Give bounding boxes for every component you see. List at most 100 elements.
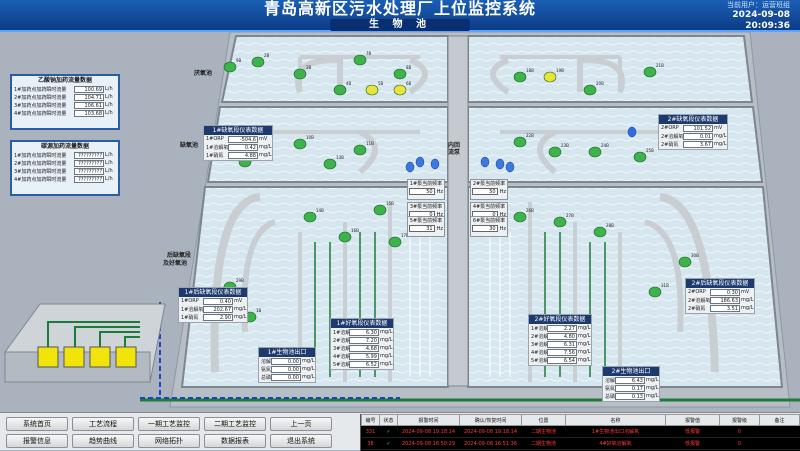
mixer-m22[interactable]: 22B <box>513 133 534 148</box>
mixer-m26[interactable]: 26B <box>513 208 534 223</box>
mixer-label: 16B <box>351 228 359 233</box>
row-value: 0.42 <box>228 143 258 151</box>
nav-network-button[interactable]: 网络拓扑 <box>138 434 200 448</box>
mixer-m25[interactable]: 25B <box>633 148 654 163</box>
row-unit: mV <box>741 289 750 295</box>
mixer-m21[interactable]: 21B <box>643 63 664 78</box>
row-unit: mg/L <box>302 366 315 372</box>
col-name: 名称 <box>565 414 666 426</box>
return-pump-4[interactable] <box>480 156 490 168</box>
nav-alarm-button[interactable]: 报警信息 <box>6 434 68 448</box>
mixer-m19[interactable]: 19B <box>543 68 564 83</box>
row-label: 2#硝氮 <box>688 305 706 312</box>
panel-title: 2#好氧段仪表数据 <box>529 315 591 324</box>
alarm-row[interactable]: 331 ✓ 2024-09-08 19:18:14 2024-09-08 19:… <box>361 425 800 438</box>
mixer-m8[interactable]: 8B <box>393 65 412 80</box>
mixer-m28[interactable]: 28B <box>593 223 614 238</box>
row-label: 2#硝氮 <box>661 141 679 148</box>
mixer-label: 19B <box>556 68 564 73</box>
return-pump-7[interactable] <box>627 126 637 138</box>
return-pump-1[interactable] <box>415 156 425 168</box>
mixer-m14[interactable]: 14B <box>303 208 324 223</box>
mixer-m17[interactable]: 17B <box>388 233 409 248</box>
row-label: 2#溶解氧 <box>688 297 710 304</box>
footer-bar: 系统首页 工艺流程 一期工艺监控 二期工艺监控 上一页 报警信息 趋势曲线 网络… <box>0 412 800 451</box>
return-pump-3[interactable] <box>405 161 415 173</box>
row-value: ????????? <box>74 175 104 183</box>
nav-exit-button[interactable]: 退出系统 <box>270 434 332 448</box>
panel-title: 1#后缺氧段仪表数据 <box>179 288 247 297</box>
row-unit: mg/L <box>714 133 727 139</box>
row-value: 0.13 <box>615 392 645 400</box>
row-unit: L/h <box>105 110 113 116</box>
mixer-m3[interactable]: 3B <box>293 65 312 80</box>
row-unit: mg/L <box>578 357 591 363</box>
mixer-m9[interactable]: 9B <box>223 58 242 73</box>
mixer-label: 29B <box>236 278 244 283</box>
row-unit: mg/L <box>646 393 659 399</box>
alarm-pos: 二期生物池 <box>521 425 566 438</box>
mixer-m2[interactable]: 2B <box>251 53 270 68</box>
row-label: 1#硝氮 <box>181 314 199 321</box>
mixer-m27[interactable]: 27B <box>553 213 574 228</box>
alarm-level: 0 <box>719 437 760 450</box>
freq-label: 6#泵当前频率 <box>472 218 506 224</box>
mixer-m4[interactable]: 4B <box>333 81 352 96</box>
row-value: 2.90 <box>203 313 233 321</box>
row-unit: mg/L <box>259 144 272 150</box>
mixer-m15[interactable]: 15B <box>373 201 394 216</box>
mixer-m6[interactable]: 6B <box>393 81 412 96</box>
nav-trend-button[interactable]: 趋势曲线 <box>72 434 134 448</box>
alarm-ack: 2024-09-08 19:18:14 <box>459 425 522 438</box>
mixer-label: 2B <box>264 53 270 58</box>
row-unit: L/h <box>105 152 113 158</box>
row-value: ????????? <box>74 167 104 175</box>
nav-phase1-button[interactable]: 一期工艺监控 <box>138 417 200 431</box>
row-unit: L/h <box>105 86 113 92</box>
nav-phase2-button[interactable]: 二期工艺监控 <box>204 417 266 431</box>
row-label: 氨氮 <box>261 366 271 373</box>
mixer-label: 17B <box>401 233 409 238</box>
freq-unit: Hz <box>499 211 506 218</box>
row-value: 6.43 <box>615 376 645 384</box>
row-value: 0.30 <box>710 288 740 296</box>
row-value: 0.00 <box>271 357 301 365</box>
return-pump-5[interactable] <box>495 158 505 170</box>
mixer-m16[interactable]: 16B <box>338 228 359 243</box>
row-value: ????????? <box>74 159 104 167</box>
nav-process-button[interactable]: 工艺流程 <box>72 417 134 431</box>
row-value: 6.54 <box>547 356 577 364</box>
col-note: 备注 <box>759 414 800 426</box>
mixer-m23[interactable]: 23B <box>548 143 569 158</box>
nav-report-button[interactable]: 数据报表 <box>204 434 266 448</box>
mixer-m30[interactable]: 30B <box>678 253 699 268</box>
mixer-m7[interactable]: 7B <box>353 51 372 66</box>
nav-home-button[interactable]: 系统首页 <box>6 417 68 431</box>
row-label: 3#溶解氧 <box>531 341 547 348</box>
alarm-id: 331 <box>361 425 380 438</box>
row-label: 1#溶解氧 <box>333 329 349 336</box>
row-value: 6.52 <box>349 360 379 368</box>
mixer-label: 9B <box>236 58 242 63</box>
return-pump-6[interactable] <box>505 161 515 173</box>
mixer-m20[interactable]: 20B <box>583 81 604 96</box>
mixer-label: 20B <box>596 81 604 86</box>
row-label: 1#加药点加药瞬时流量 <box>14 86 67 93</box>
alarm-row[interactable]: 38 ✓ 2024-09-08 16:50:29 2024-09-08 16:5… <box>361 437 800 450</box>
mixer-m11[interactable]: 11B <box>353 141 374 156</box>
mixer-m5[interactable]: 5B <box>365 81 384 96</box>
alarm-id: 38 <box>361 437 380 450</box>
mixer-m31[interactable]: 31B <box>648 283 669 298</box>
row-value: 103.68 <box>74 109 104 117</box>
col-status: 状态 <box>379 414 398 426</box>
mixer-m24[interactable]: 24B <box>588 143 609 158</box>
row-unit: mg/L <box>259 152 272 158</box>
mixer-m13[interactable]: 13B <box>323 155 344 170</box>
return-pump-2[interactable] <box>430 158 440 170</box>
mixer-m18[interactable]: 18B <box>513 68 534 83</box>
nav-prev-button[interactable]: 上一页 <box>270 417 332 431</box>
mixer-m10[interactable]: 10B <box>293 135 314 150</box>
